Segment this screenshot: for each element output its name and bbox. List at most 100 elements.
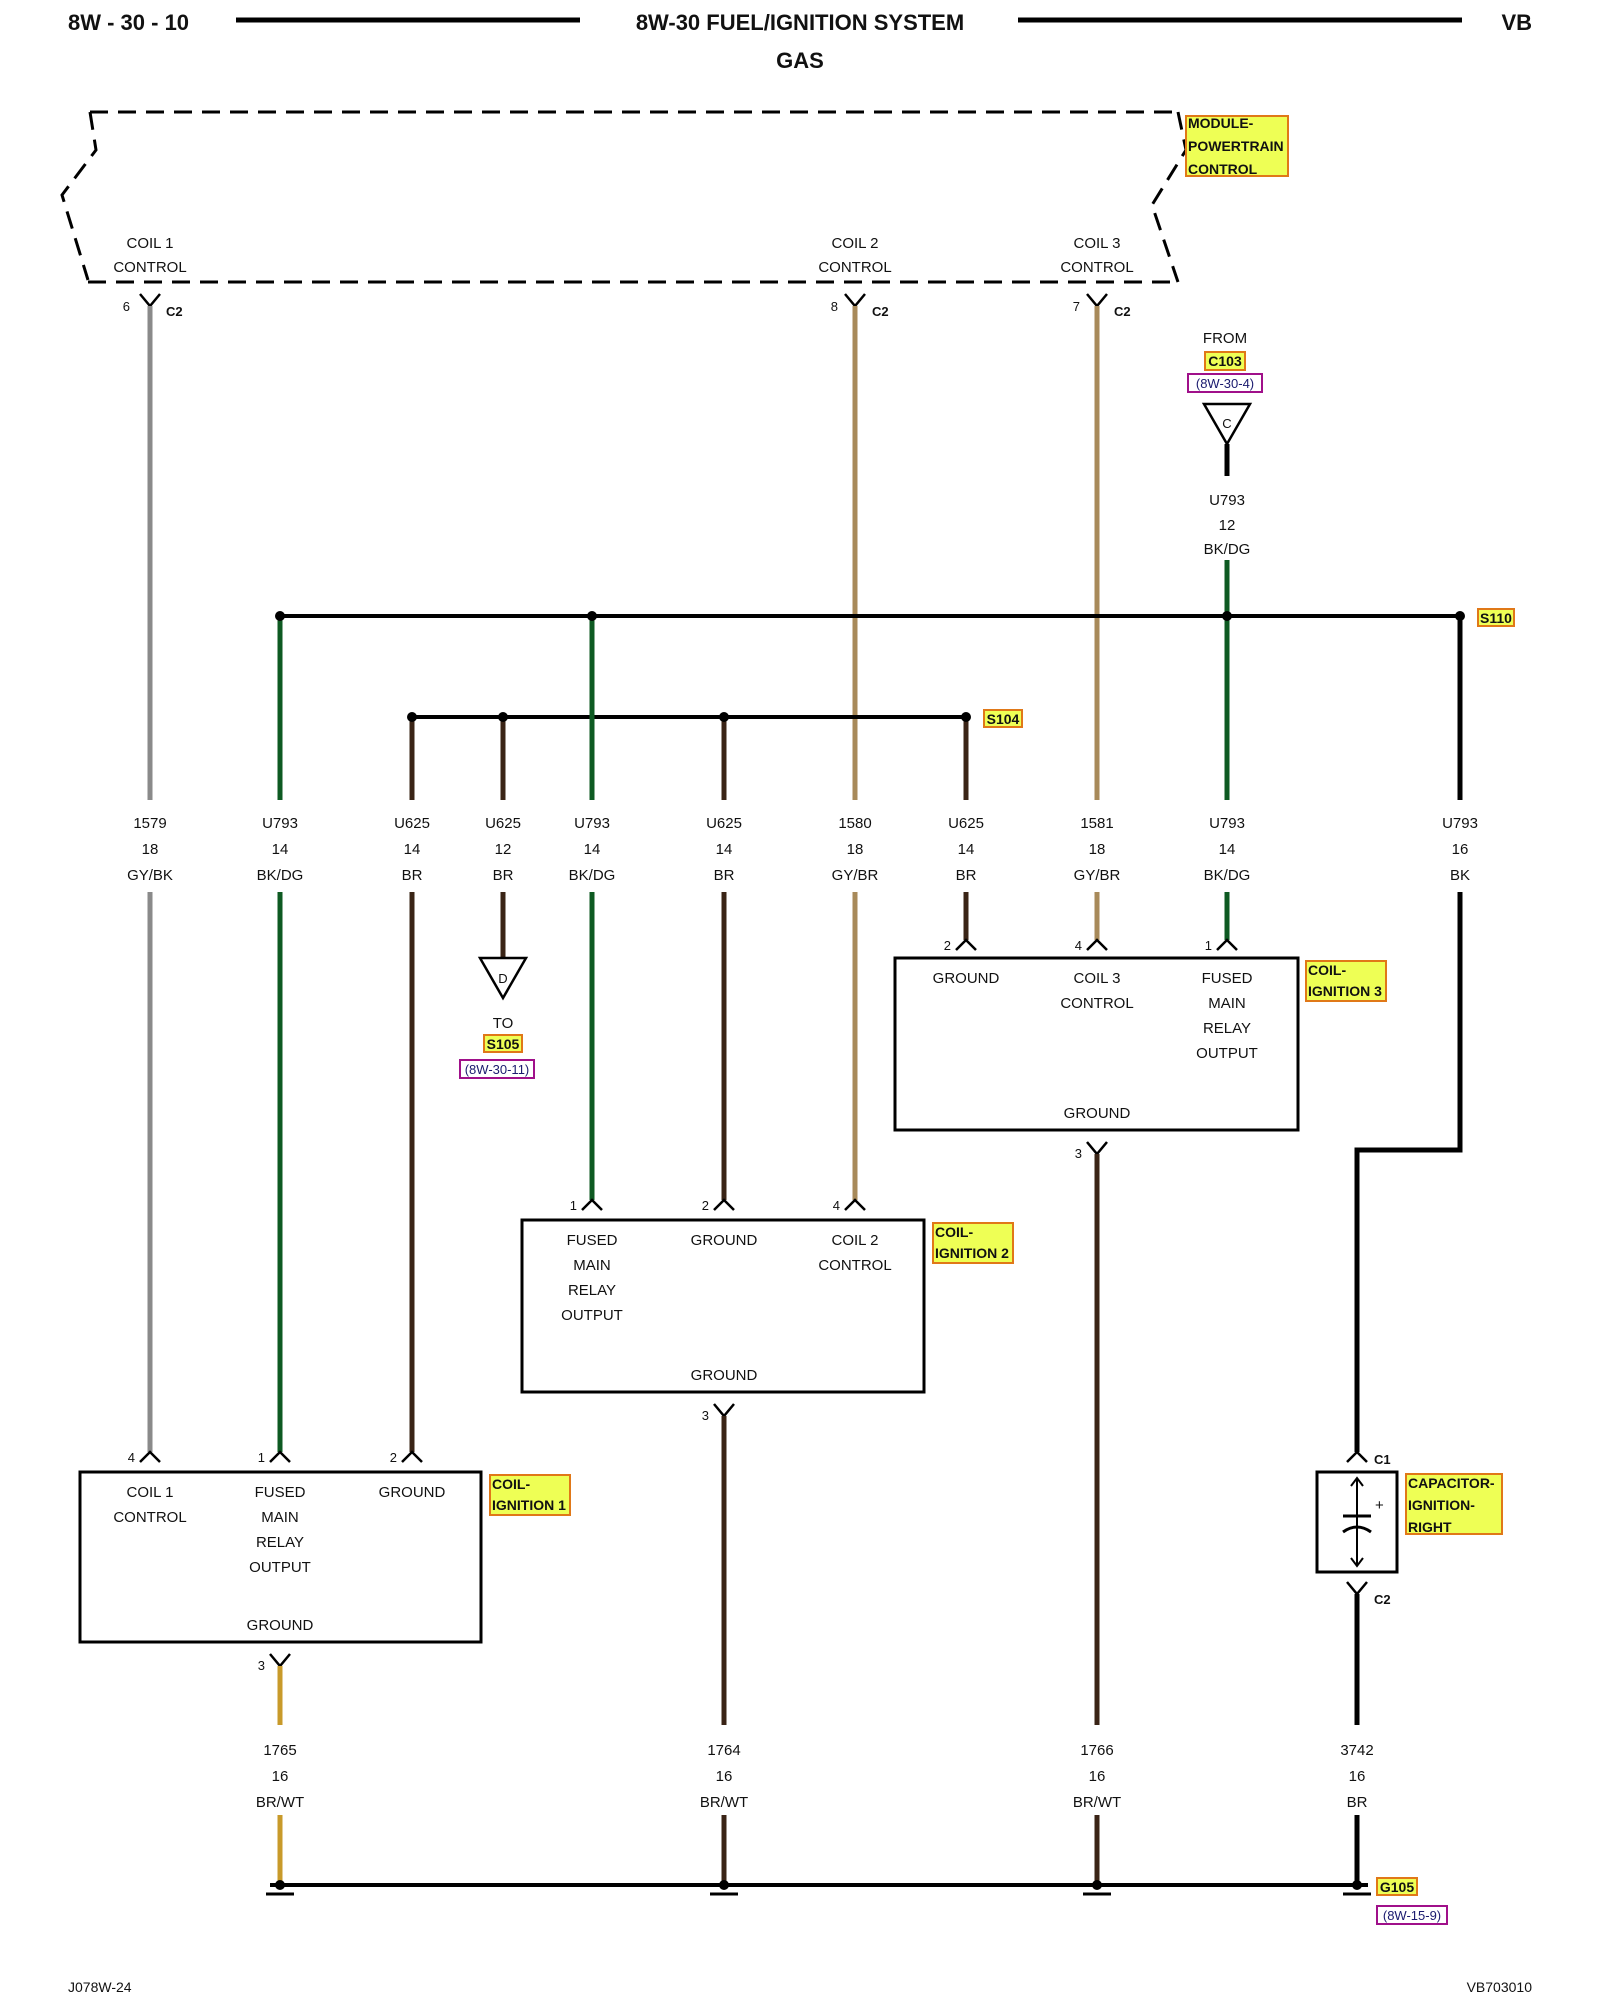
pin-number: 7: [1073, 299, 1080, 314]
wire-label-8: 1581 18 GY/BR: [1074, 815, 1121, 884]
capacitor-ignition-right: C1 + C2 CAPACITOR- IGNITION- RIGHT: [1315, 1450, 1503, 1607]
coil1-control-label: COIL 1: [127, 1484, 174, 1501]
pcm-name-line3: CONTROL: [1188, 161, 1258, 177]
coil2-fused-label2: MAIN: [573, 1257, 611, 1274]
coil2-fused-label3: RELAY: [568, 1282, 616, 1299]
ground-wire-label-2: 1766 16 BR/WT: [1073, 1742, 1121, 1811]
wire-color: BR: [402, 867, 423, 884]
pin-number: 3: [1075, 1146, 1082, 1161]
wire-color: BR: [1347, 1794, 1368, 1811]
pin-number: 1: [258, 1450, 265, 1465]
coil1-name-line1: COIL-: [492, 1476, 530, 1492]
pcm-name-line2: POWERTRAIN: [1188, 138, 1284, 154]
wire-gauge: 14: [584, 841, 601, 858]
s104-label: S104: [987, 711, 1020, 727]
splice-dots: [275, 611, 1465, 722]
coil1-bottom-ground: GROUND: [247, 1617, 314, 1634]
wire-color: BK/DG: [569, 867, 616, 884]
wire-gauge: 16: [272, 1768, 289, 1785]
coil-ignition-3: 2 4 1 GROUND COIL 3 CONTROL FUSED MAIN R…: [893, 938, 1387, 1161]
coil3-ground-label: GROUND: [933, 970, 1000, 987]
pcm-name-line1: MODULE-: [1188, 115, 1254, 131]
pcm-coil1-label2: CONTROL: [113, 259, 186, 276]
wire-circuit: U625: [485, 815, 521, 832]
wire-gauge: 18: [1089, 841, 1106, 858]
wires-top: [147, 306, 1463, 1452]
g105-ref: (8W-15-9): [1383, 1908, 1441, 1923]
s105-label: S105: [487, 1036, 520, 1052]
wire-color: BK/DG: [1204, 867, 1251, 884]
coil2-bottom-ground: GROUND: [691, 1367, 758, 1384]
pin-number: 8: [831, 299, 838, 314]
pcm-coil1-label: COIL 1: [127, 235, 174, 252]
wire-gauge: 18: [142, 841, 159, 858]
coil3-name-line2: IGNITION 3: [1308, 983, 1382, 999]
coil3-control-label: COIL 3: [1074, 970, 1121, 987]
pin-number: 4: [833, 1198, 840, 1213]
wire-circuit: 1580: [838, 815, 871, 832]
wire-circuit: 1579: [133, 815, 166, 832]
pin-number: 2: [944, 938, 951, 953]
coil1-ground-label: GROUND: [379, 1484, 446, 1501]
coil2-control-label2: CONTROL: [818, 1257, 891, 1274]
coil1-fused-label3: RELAY: [256, 1534, 304, 1551]
pin-number: 1: [1205, 938, 1212, 953]
coil1-fused-label2: MAIN: [261, 1509, 299, 1526]
wire-color: GY/BR: [1074, 867, 1121, 884]
pin-number: 3: [258, 1658, 265, 1673]
coil3-fused-label4: OUTPUT: [1196, 1045, 1258, 1062]
coil1-control-label2: CONTROL: [113, 1509, 186, 1526]
pcm-coil3-label2: CONTROL: [1060, 259, 1133, 276]
footer-right-code: VB703010: [1467, 1979, 1533, 1995]
pin-number: 3: [702, 1408, 709, 1423]
wire-gauge: 14: [958, 841, 975, 858]
connector-label: C2: [166, 304, 183, 319]
connector-label: C2: [1114, 304, 1131, 319]
wire-color: BR: [956, 867, 977, 884]
wire-circuit: U793: [262, 815, 298, 832]
coil-ignition-2: 1 2 4 FUSED MAIN RELAY OUTPUT GROUND COI…: [520, 1198, 1014, 1423]
wire-circuit: U793: [1442, 815, 1478, 832]
coil3-control-label2: CONTROL: [1060, 995, 1133, 1012]
wire-gauge: 16: [1349, 1768, 1366, 1785]
connector-label: C2: [872, 304, 889, 319]
coil2-ground-label: GROUND: [691, 1232, 758, 1249]
pcm-coil2-label: COIL 2: [832, 235, 879, 252]
pin-number: 4: [128, 1450, 135, 1465]
from-label: FROM: [1203, 330, 1247, 347]
pin-number: 6: [123, 299, 130, 314]
cap-top-connector: C1: [1374, 1452, 1391, 1467]
wire-circuit: 1766: [1080, 1742, 1113, 1759]
wire-label-6: 1580 18 GY/BR: [832, 815, 879, 884]
model-code: VB: [1501, 10, 1532, 35]
wire-color: BK: [1450, 867, 1470, 884]
cap-name-line2: IGNITION-: [1408, 1497, 1475, 1513]
pcm-module-outline: [60, 110, 1188, 284]
s105-symbol: D: [498, 971, 507, 986]
wires-bottom: [266, 1154, 1371, 1896]
wire-gauge: 16: [716, 1768, 733, 1785]
s110-label: S110: [1480, 610, 1512, 626]
s104-tag: S104: [983, 709, 1023, 728]
wire-gauge: 12: [495, 841, 512, 858]
wire-color: BR/WT: [256, 1794, 304, 1811]
wire-color: GY/BR: [832, 867, 879, 884]
wire-label-0: 1579 18 GY/BK: [127, 815, 173, 884]
ground-wire-label-0: 1765 16 BR/WT: [256, 1742, 304, 1811]
coil2-fused-label: FUSED: [567, 1232, 618, 1249]
g105-label: G105: [1380, 1879, 1414, 1895]
wire-gauge: 14: [716, 841, 733, 858]
wire-circuit: 1764: [707, 1742, 740, 1759]
cap-name-line3: RIGHT: [1408, 1519, 1452, 1535]
diagram-subtitle: GAS: [776, 48, 824, 73]
g105-tag: G105 (8W-15-9): [1376, 1877, 1448, 1925]
c103-symbol: C: [1222, 416, 1231, 431]
wire-label-9: U793 14 BK/DG: [1204, 815, 1251, 884]
wire-circuit: U793: [1209, 815, 1245, 832]
pcm-pin-coil1: 6 C2: [123, 293, 183, 319]
wire-label-1: U793 14 BK/DG: [257, 815, 304, 884]
coil1-name-line2: IGNITION 1: [492, 1497, 566, 1513]
pin-number: 4: [1075, 938, 1082, 953]
ground-splice-dots: [275, 1880, 1362, 1890]
to-s105: D TO S105 (8W-30-11): [459, 956, 535, 1079]
